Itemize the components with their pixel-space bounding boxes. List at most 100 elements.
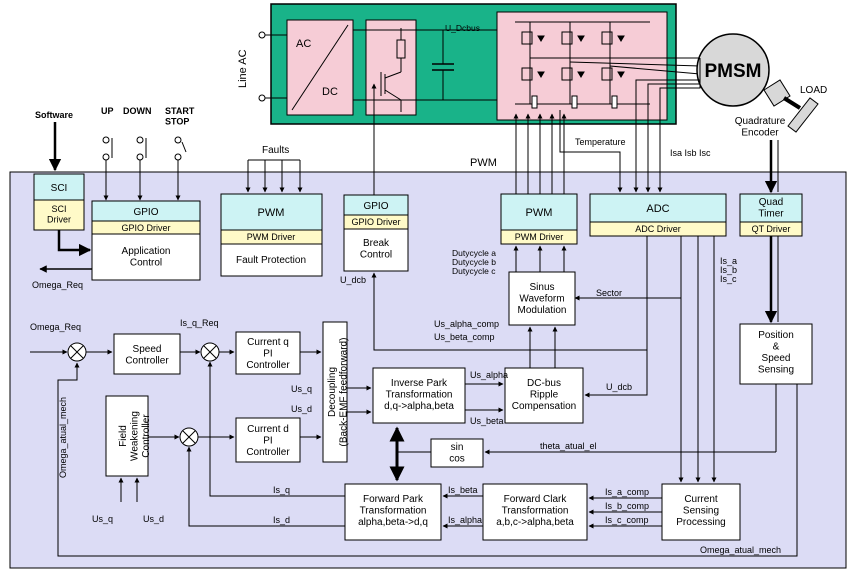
svg-text:ADC: ADC [646,203,669,215]
adc-module: ADC ADC Driver [589,193,727,237]
field-weakening-block: FieldWeakeningController [105,395,152,477]
is-a-label: Is_a [720,256,737,266]
line-ac-label: Line AC [237,49,249,88]
svg-text:GPIO Driver: GPIO Driver [351,217,400,227]
isaisbisc-label: Isa Isb Isc [670,148,711,158]
faults-label: Faults [262,145,289,156]
load-icon [763,79,819,133]
is-q-req-label: Is_q_Req [180,318,219,328]
svg-text:GPIO: GPIO [363,201,388,212]
svg-text:PWM: PWM [258,207,285,219]
us-beta-label: Us_beta [470,416,504,426]
is-a-comp-label: Is_a_comp [605,487,649,497]
load-label: LOAD [800,85,827,96]
ac-label: AC [296,38,311,50]
dutycycle-c-label: Dutycycle c [452,266,496,276]
svg-text:GPIO: GPIO [133,207,158,218]
svg-text:FieldWeakeningController: FieldWeakeningController [118,411,152,461]
is-alpha-label: Is_alpha [448,515,482,525]
pwm-fault-module: PWM PWM Driver Fault Protection [220,193,323,277]
dutycycle-b-label: Dutycycle b [452,257,496,267]
pmsm-motor-icon [696,33,770,107]
is-d-label: Is_d [273,515,290,525]
temperature-label: Temperature [575,137,626,147]
down-label: DOWN [123,106,152,116]
svg-text:Decoupling(Back-EMF feedforwar: Decoupling(Back-EMF feedforward) [327,338,350,447]
svg-text:ADC Driver: ADC Driver [635,224,681,234]
inverter-block [496,11,668,121]
us-q-label: Us_q [291,384,312,394]
is-b-comp-label: Is_b_comp [605,501,649,511]
svg-text:SCI: SCI [51,183,68,194]
decoupling-block: Decoupling(Back-EMF feedforward) [322,321,350,463]
omega-req-out-label: Omega_Req [32,280,83,290]
svg-text:QT Driver: QT Driver [752,224,791,234]
dutycycle-a-label: Dutycycle a [452,248,496,258]
omega-mech-left-label: Omega_atual_mech [58,397,68,478]
motor-label: PMSM [705,61,762,82]
up-label: UP [101,106,114,116]
svg-text:PWM Driver: PWM Driver [247,232,296,242]
connection-lines [30,58,798,557]
pwm-output-module: PWM PWM Driver [500,193,578,245]
omega-mech-bottom-label: Omega_atual_mech [700,545,781,555]
us-alpha-comp-label: Us_alpha_comp [434,319,499,329]
svg-text:PWM Driver: PWM Driver [515,232,564,242]
switch-icons [102,136,187,161]
software-label: Software [35,110,73,120]
transistor-icon [380,71,402,112]
omega-req-in-label: Omega_Req [30,322,81,332]
capacitor-icon [432,30,454,100]
inverter-switches-icon [515,21,701,109]
us-d-label: Us_d [291,404,312,414]
u-dcbus-label: U_Dcbus [445,23,480,33]
is-b-label: Is_b [720,265,737,275]
is-q-label: Is_q [273,485,290,495]
u-dcb-top-label: U_dcb [340,275,366,285]
is-c-comp-label: Is_c_comp [605,515,649,525]
u-dcb-mid-label: U_dcb [606,382,632,392]
svg-text:GPIO Driver: GPIO Driver [121,223,170,233]
pwm-signal-label: PWM [470,157,497,169]
sum-junction-icon [67,342,87,362]
us-q-in-label: Us_q [92,514,113,524]
us-beta-comp-label: Us_beta_comp [434,332,495,342]
svg-text:PWM: PWM [526,207,553,219]
is-beta-label: Is_beta [448,485,478,495]
theta-label: theta_atual_el [540,441,597,451]
us-d-in-label: Us_d [143,514,164,524]
